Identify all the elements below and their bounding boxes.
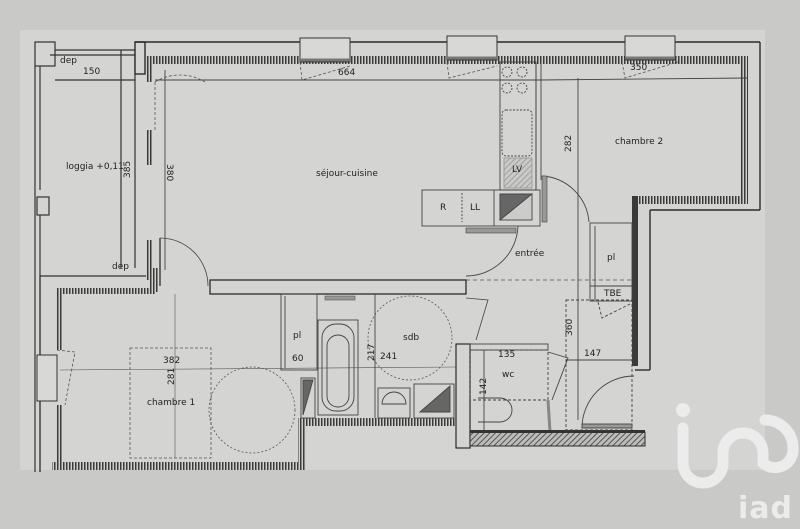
loggia-door (154, 74, 206, 130)
dim-chambre1-height: 281 (167, 367, 177, 385)
dim-sdb-height: 217 (367, 343, 377, 361)
fixture-r: R (440, 203, 447, 213)
room-chambre2: chambre 2 (615, 137, 664, 147)
bottom-wall-hatch (469, 431, 646, 447)
fixture-tbe: TBE (604, 289, 622, 299)
cupboard-entree (589, 222, 633, 319)
dim-entree-height: 360 (565, 318, 575, 336)
room-sdb: sdb (403, 333, 420, 343)
fixture-pl-ch1: pl (293, 331, 302, 341)
kitchen (421, 61, 542, 227)
paper (20, 30, 765, 470)
sdb-wc-wall (455, 343, 471, 449)
partition-wall (209, 279, 467, 295)
outer-walls (134, 41, 761, 371)
label-dep-bottom: dep (112, 262, 129, 272)
bathtub (317, 319, 359, 416)
fixture-ll: LL (470, 203, 481, 213)
room-sejour: séjour-cuisine (316, 169, 378, 179)
loggia-frame (34, 41, 155, 472)
turning-circle-ch1 (208, 366, 296, 454)
fixture-pl-entree: pl (607, 253, 616, 263)
iad-logo-icon (676, 403, 799, 489)
dim-chambre1-width: 382 (163, 356, 181, 366)
dim-chambre2-width: 350 (630, 63, 648, 73)
dim-sejour-width: 664 (338, 68, 356, 78)
windows (36, 35, 676, 402)
dim-entree-width: 147 (584, 349, 602, 359)
dim-wc-width: 135 (498, 350, 516, 360)
dim-wc-height: 142 (479, 377, 489, 395)
dim-sdb-width: 241 (380, 352, 398, 362)
label-dep-top: dep (60, 56, 77, 66)
turning-circle-sdb (367, 295, 453, 381)
dim-loggia-width: 150 (83, 67, 101, 77)
dim-sejour-height: 380 (164, 164, 174, 182)
entry-door (465, 225, 519, 277)
dim-pl-width: 60 (292, 354, 304, 364)
fixture-lv: LV (512, 165, 523, 175)
bed-outline (129, 347, 212, 459)
room-wc: wc (502, 370, 515, 380)
room-chambre1: chambre 1 (147, 398, 196, 408)
dim-chambre2-height: 282 (564, 134, 574, 152)
room-entree: entrée (515, 249, 545, 259)
iad-logo-text: iad (738, 491, 794, 526)
window-openings (56, 61, 679, 406)
room-loggia: loggia +0,11 (66, 162, 124, 172)
dim-loggia-height: 385 (123, 160, 133, 178)
